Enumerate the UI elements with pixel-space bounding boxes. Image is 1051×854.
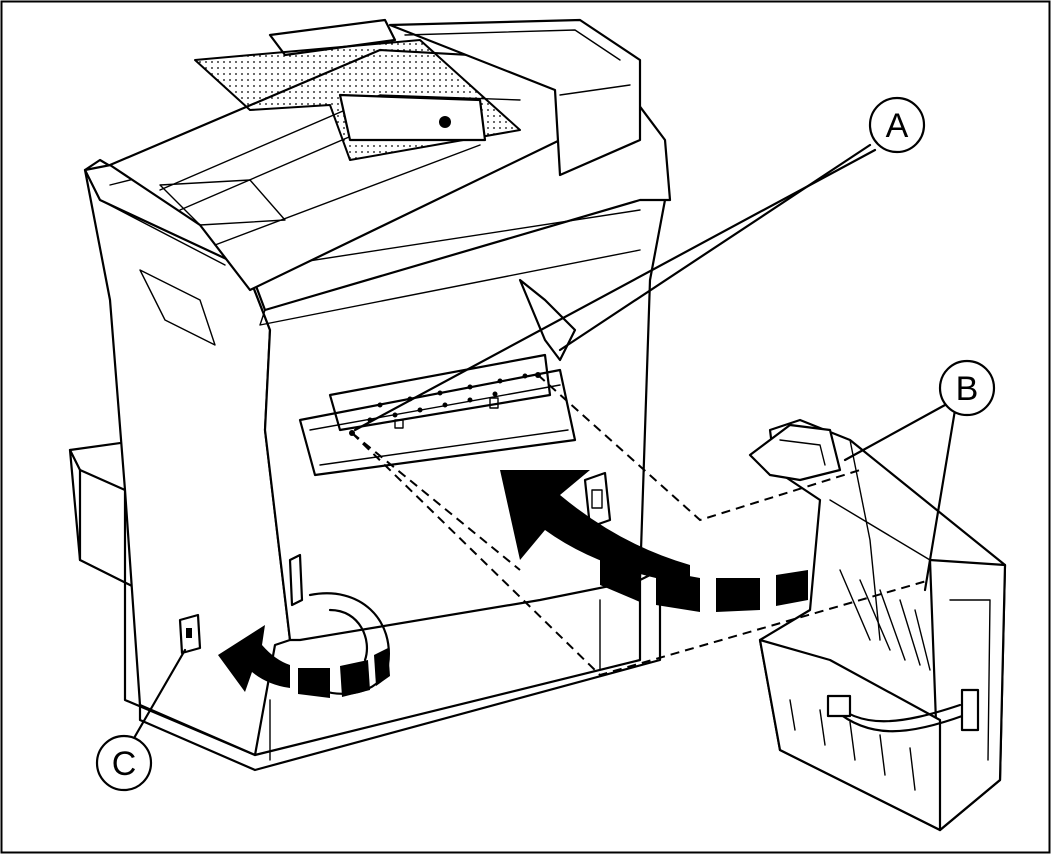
callout-b-label: B (956, 370, 979, 408)
alignment-guides (351, 374, 931, 677)
leader-lines (128, 143, 957, 747)
callout-c-ring (95, 734, 153, 792)
callout-c: C (95, 734, 153, 792)
callout-b-ring (938, 359, 996, 417)
printer-body (68, 18, 672, 772)
callout-b: B (938, 359, 996, 417)
callout-c-label: C (112, 745, 137, 783)
callout-a: A (868, 96, 926, 154)
callout-a-label: A (886, 107, 909, 145)
cable-arrow (218, 625, 390, 698)
insertion-arrow (500, 470, 808, 612)
callout-a-ring (868, 96, 926, 154)
duplex-unit (748, 418, 1007, 832)
